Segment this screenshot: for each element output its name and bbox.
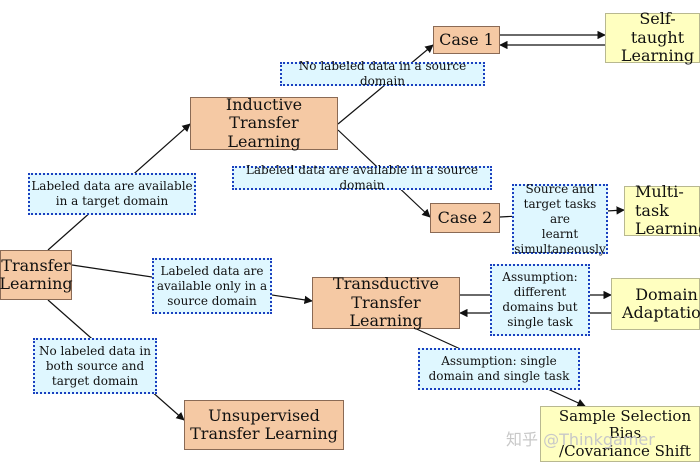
condition-assumption-single: Assumption: single domain and single tas…	[418, 348, 580, 390]
transfer-learning-node: Transfer Learning	[0, 250, 73, 300]
condition-source-target-tasks: Source and target tasks are learnt simul…	[512, 182, 608, 256]
multitask-learning-node: Multi-task Learning	[624, 183, 700, 238]
condition-assumption-different: Assumption: different domains but single…	[490, 264, 590, 336]
watermark: 知乎 @Thinkgamer	[506, 430, 655, 449]
unsupervised-transfer-learning-node: Unsupervised Transfer Learning	[184, 400, 344, 450]
sample-selection-bias-node: Sample Selection Bias /Covariance Shift	[540, 406, 700, 462]
condition-no-labeled-both: No labeled data in both source and targe…	[33, 338, 157, 394]
condition-labeled-only-source: Labeled data are available only in a sou…	[152, 258, 272, 314]
case1-node: Case 1	[433, 26, 500, 54]
condition-no-labeled-source: No labeled data in a source domain	[280, 59, 485, 88]
domain-adaptation-node: Domain Adaptation	[611, 278, 700, 330]
self-taught-learning-node: Self-taught Learning	[605, 10, 700, 65]
condition-labeled-source: Labeled data are available in a source d…	[232, 163, 492, 192]
case2-node: Case 2	[430, 203, 500, 233]
condition-labeled-target: Labeled data are available in a target d…	[28, 173, 196, 215]
transductive-transfer-learning-node: Transductive Transfer Learning	[312, 275, 460, 330]
inductive-transfer-learning-node: Inductive Transfer Learning	[190, 95, 338, 150]
